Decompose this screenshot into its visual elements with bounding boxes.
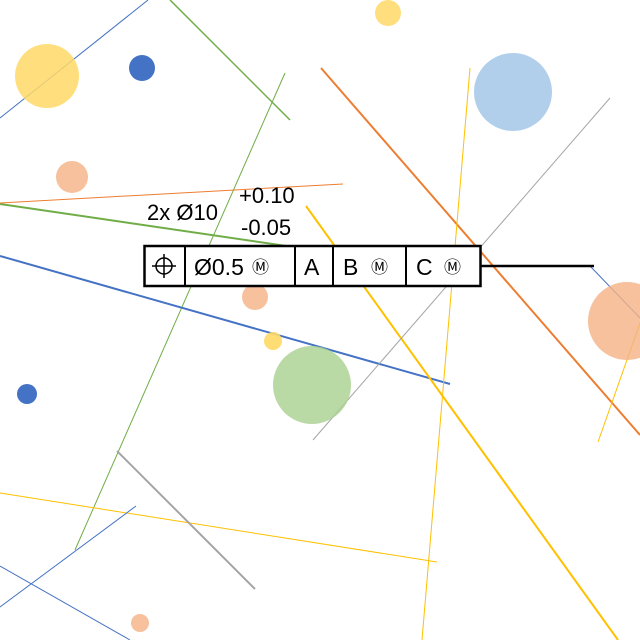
yellow-circle <box>264 332 282 350</box>
green-circle <box>273 346 351 424</box>
hole-count-diameter: 2x Ø10 <box>147 200 218 225</box>
primary-datum: A <box>304 254 320 280</box>
blue-line <box>0 505 137 608</box>
secondary-datum: B <box>343 254 358 280</box>
dimension-callout: 2x Ø10 +0.10 -0.05 <box>147 183 295 240</box>
green-line <box>0 203 301 249</box>
frame-border <box>143 244 482 288</box>
secondary-modifier: Ⓜ <box>371 258 388 277</box>
yellow-line <box>421 67 471 640</box>
upper-tolerance: +0.10 <box>239 183 295 208</box>
blue-line <box>0 565 131 640</box>
green-line <box>169 0 291 121</box>
orange-circle <box>588 282 640 360</box>
tertiary-datum: C <box>416 254 433 280</box>
tolerance-value: Ø0.5 <box>194 254 244 280</box>
blue-line <box>0 255 451 385</box>
feature-control-frame: Ø0.5 Ⓜ A B Ⓜ C Ⓜ <box>143 244 482 288</box>
orange-line <box>0 183 344 204</box>
tolerance-modifier: Ⓜ <box>252 258 269 277</box>
yellow-line <box>0 492 438 563</box>
position-icon <box>152 254 176 278</box>
green-line <box>74 72 286 551</box>
background-circles <box>15 0 640 632</box>
light-blue-circle <box>474 53 552 131</box>
orange-circle <box>56 161 88 193</box>
tertiary-modifier: Ⓜ <box>444 258 461 277</box>
yellow-circle <box>375 0 401 26</box>
blue-circle <box>17 384 37 404</box>
orange-circle <box>131 614 149 632</box>
lower-tolerance: -0.05 <box>241 215 291 240</box>
gray-line <box>116 450 256 590</box>
orange-circle <box>242 284 268 310</box>
yellow-circle <box>15 44 79 108</box>
blue-circle <box>129 55 155 81</box>
